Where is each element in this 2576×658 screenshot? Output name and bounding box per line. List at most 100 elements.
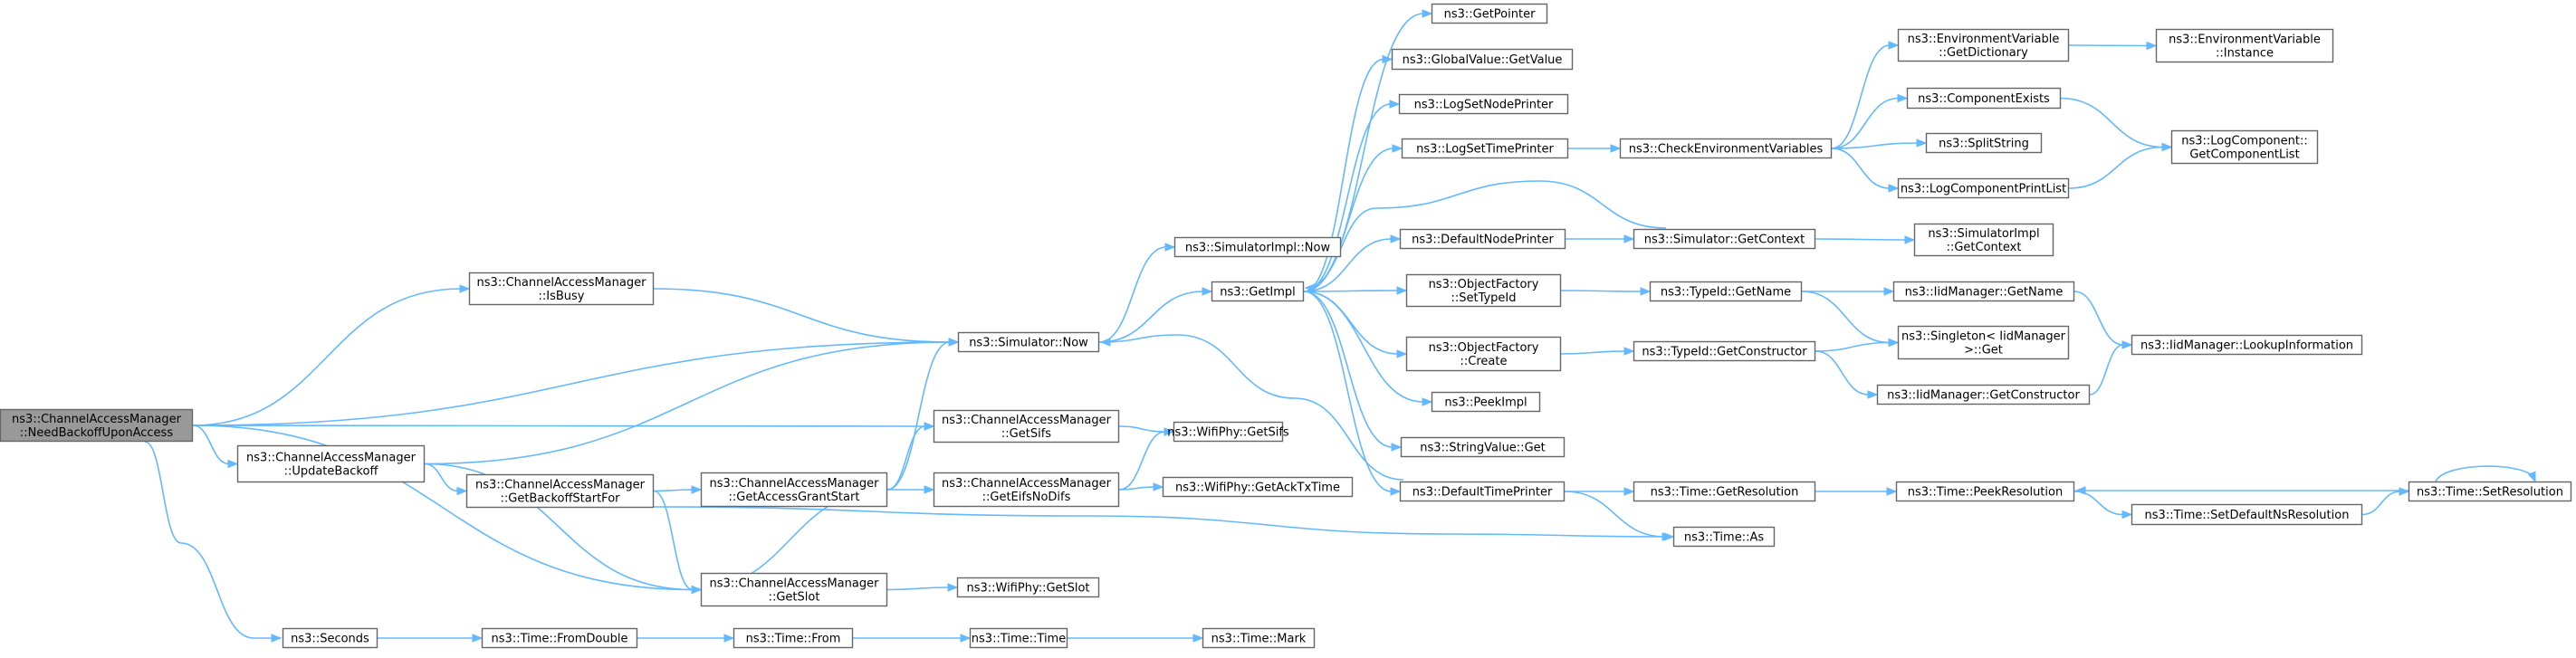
node-box[interactable] <box>1892 281 2075 302</box>
node-globalvalue[interactable]: ns3::GlobalValue::GetValue <box>1391 48 1574 71</box>
node-box[interactable] <box>1897 28 2070 62</box>
node-box[interactable] <box>956 577 1100 598</box>
node-box[interactable] <box>1649 281 1803 302</box>
node-box[interactable] <box>1391 48 1574 71</box>
node-getslot_cam[interactable]: ns3::ChannelAccessManager::GetSlot <box>700 572 888 607</box>
node-wifigetslot[interactable]: ns3::WifiPhy::GetSlot <box>956 577 1100 598</box>
node-box[interactable] <box>1906 87 2062 110</box>
node-typeidgetctor[interactable]: ns3::TypeId::GetConstructor <box>1633 340 1816 362</box>
node-timesetdefault[interactable]: ns3::Time::SetDefaultNsResolution <box>2131 503 2363 526</box>
node-box[interactable] <box>1162 476 1354 498</box>
node-box[interactable] <box>933 472 1120 508</box>
node-timeas[interactable]: ns3::Time::As <box>1672 526 1776 548</box>
node-envinstance[interactable]: ns3::EnvironmentVariable::Instance <box>2155 28 2334 63</box>
node-box[interactable] <box>1398 93 1569 115</box>
node-box[interactable] <box>2408 481 2572 502</box>
node-timefrom[interactable]: ns3::Time::From <box>733 627 854 649</box>
node-splitstring[interactable]: ns3::SplitString <box>1925 132 2043 154</box>
node-root[interactable]: ns3::ChannelAccessManager::NeedBackoffUp… <box>0 408 194 443</box>
node-box[interactable] <box>1405 336 1562 372</box>
node-box[interactable] <box>1431 3 1548 24</box>
node-box[interactable] <box>1913 223 2054 257</box>
node-box[interactable] <box>1633 340 1816 362</box>
node-getpointer[interactable]: ns3::GetPointer <box>1431 3 1548 24</box>
node-box[interactable] <box>1633 481 1816 502</box>
node-getimpl[interactable]: ns3::GetImpl <box>1211 281 1305 302</box>
node-box[interactable] <box>468 272 655 306</box>
node-fromdouble[interactable]: ns3::Time::FromDouble <box>481 627 638 649</box>
node-box[interactable] <box>2155 28 2334 63</box>
node-box[interactable] <box>733 627 854 649</box>
node-typeidgetname[interactable]: ns3::TypeId::GetName <box>1649 281 1803 302</box>
node-simgetcontext[interactable]: ns3::Simulator::GetContext <box>1633 228 1816 250</box>
node-logcompgetlist[interactable]: ns3::LogComponent::GetComponentList <box>2170 129 2319 165</box>
node-simnow[interactable]: ns3::Simulator::Now <box>957 331 1100 353</box>
node-isbusy[interactable]: ns3::ChannelAccessManager::IsBusy <box>468 272 655 306</box>
node-peekimpl[interactable]: ns3::PeekImpl <box>1431 391 1541 413</box>
node-box[interactable] <box>236 444 426 483</box>
node-box[interactable] <box>700 472 888 508</box>
node-geteifsnodifs[interactable]: ns3::ChannelAccessManager::GetEifsNoDifs <box>933 472 1120 508</box>
node-defaulttime[interactable]: ns3::DefaultTimePrinter <box>1399 481 1566 502</box>
node-stringvalueget[interactable]: ns3::StringValue::Get <box>1400 436 1566 458</box>
node-logcompprint[interactable]: ns3::LogComponentPrintList <box>1897 177 2070 199</box>
node-box[interactable] <box>2131 334 2363 356</box>
node-box[interactable] <box>933 409 1120 443</box>
node-box[interactable] <box>1633 228 1816 250</box>
node-simimplnow[interactable]: ns3::SimulatorImpl::Now <box>1173 236 1342 258</box>
node-updatebackoff[interactable]: ns3::ChannelAccessManager::UpdateBackoff <box>236 444 426 483</box>
node-envgetdict[interactable]: ns3::EnvironmentVariable::GetDictionary <box>1897 28 2070 62</box>
node-getsifs_cam[interactable]: ns3::ChannelAccessManager::GetSifs <box>933 409 1120 443</box>
node-box[interactable] <box>0 408 194 443</box>
node-timetime[interactable]: ns3::Time::Time <box>969 627 1068 649</box>
node-box[interactable] <box>1401 138 1569 159</box>
node-box[interactable] <box>1876 384 2091 405</box>
node-timemark[interactable]: ns3::Time::Mark <box>1202 627 1316 649</box>
node-timepeekres[interactable]: ns3::Time::PeekResolution <box>1895 481 2075 502</box>
node-wifigetacktx[interactable]: ns3::WifiPhy::GetAckTxTime <box>1162 476 1354 498</box>
node-box[interactable] <box>282 627 378 649</box>
node-simimplgetctx[interactable]: ns3::SimulatorImpl::GetContext <box>1913 223 2054 257</box>
node-box[interactable] <box>1897 177 2070 199</box>
node-box[interactable] <box>1400 436 1566 458</box>
node-iidgetname[interactable]: ns3::IidManager::GetName <box>1892 281 2075 302</box>
node-box[interactable] <box>1399 228 1566 250</box>
node-box[interactable] <box>1173 236 1342 258</box>
node-logsetnode[interactable]: ns3::LogSetNodePrinter <box>1398 93 1569 115</box>
node-iidgetctor[interactable]: ns3::IidManager::GetConstructor <box>1876 384 2091 405</box>
node-box[interactable] <box>1173 421 1284 443</box>
node-box[interactable] <box>1925 132 2043 154</box>
node-checkenv[interactable]: ns3::CheckEnvironmentVariables <box>1619 138 1833 159</box>
node-box[interactable] <box>1431 391 1541 413</box>
node-logsettime[interactable]: ns3::LogSetTimePrinter <box>1401 138 1569 159</box>
node-getaccessgrant[interactable]: ns3::ChannelAccessManager::GetAccessGran… <box>700 472 888 508</box>
node-box[interactable] <box>1897 325 2070 360</box>
node-box[interactable] <box>700 572 888 607</box>
node-box[interactable] <box>969 627 1068 649</box>
node-label: ns3::LogComponent:: <box>2181 135 2308 148</box>
node-box[interactable] <box>1672 526 1776 548</box>
node-wifigetsifs[interactable]: ns3::WifiPhy::GetSifs <box>1167 421 1289 443</box>
node-box[interactable] <box>957 331 1100 353</box>
node-box[interactable] <box>465 473 655 509</box>
node-box[interactable] <box>1895 481 2075 502</box>
node-getbackoffstart[interactable]: ns3::ChannelAccessManager::GetBackoffSta… <box>465 473 655 509</box>
node-box[interactable] <box>1399 481 1566 502</box>
node-objfactcreate[interactable]: ns3::ObjectFactory::Create <box>1405 336 1562 372</box>
node-box[interactable] <box>1211 281 1305 302</box>
node-label: ns3::LogComponentPrintList <box>1901 183 2066 196</box>
node-seconds[interactable]: ns3::Seconds <box>282 627 378 649</box>
node-iidlookup[interactable]: ns3::IidManager::LookupInformation <box>2131 334 2363 356</box>
node-singletonget[interactable]: ns3::Singleton< IidManager>::Get <box>1897 325 2070 360</box>
node-timesetres[interactable]: ns3::Time::SetResolution <box>2408 481 2572 502</box>
node-compexists[interactable]: ns3::ComponentExists <box>1906 87 2062 110</box>
node-box[interactable] <box>481 627 638 649</box>
node-box[interactable] <box>2131 503 2363 526</box>
node-box[interactable] <box>1619 138 1833 159</box>
node-box[interactable] <box>2170 129 2319 165</box>
node-box[interactable] <box>1202 627 1316 649</box>
node-box[interactable] <box>1405 273 1562 308</box>
node-timegetres[interactable]: ns3::Time::GetResolution <box>1633 481 1816 502</box>
node-objfactsettype[interactable]: ns3::ObjectFactory::SetTypeId <box>1405 273 1562 308</box>
node-defaultnode[interactable]: ns3::DefaultNodePrinter <box>1399 228 1566 250</box>
